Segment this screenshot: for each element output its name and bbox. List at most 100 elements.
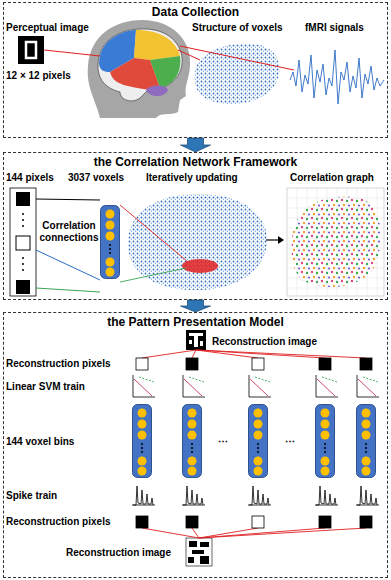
red-link xyxy=(142,528,199,538)
image-pixel xyxy=(189,541,197,547)
pixel-square xyxy=(16,192,30,206)
pixel-square xyxy=(252,516,264,528)
image-pixel xyxy=(189,340,192,344)
graph-frame xyxy=(287,188,384,296)
spike-plots xyxy=(132,486,379,505)
text-label: Reconstruction image xyxy=(66,547,171,559)
image-pixel xyxy=(194,336,198,347)
update-arrowhead xyxy=(278,236,284,244)
spike-plot xyxy=(315,486,338,505)
dot xyxy=(22,225,24,227)
correlation-graph xyxy=(287,188,384,296)
red-link xyxy=(142,350,196,358)
text-label: Iteratively updating xyxy=(146,172,238,184)
text-label: fMRI signals xyxy=(305,22,364,34)
update-arrow xyxy=(266,239,280,240)
text-label: Reconstruction pixels xyxy=(6,358,110,370)
pixel-square xyxy=(136,358,148,370)
svm-plot xyxy=(133,375,155,397)
pixel-square xyxy=(186,516,198,528)
text-label: Correlation graph xyxy=(290,172,374,184)
pixel-square xyxy=(136,516,148,528)
pixel-square xyxy=(252,358,264,370)
fmri-signal xyxy=(290,50,384,104)
dot xyxy=(22,213,24,215)
voxel-bins xyxy=(133,405,376,478)
stimulus-shape xyxy=(26,42,36,58)
image-pixel xyxy=(192,550,204,554)
block-arrow xyxy=(181,300,211,312)
image-ground xyxy=(186,330,206,350)
voxel-bin xyxy=(316,405,335,478)
green-link xyxy=(120,268,186,282)
voxel-column xyxy=(101,206,120,279)
text-label: ⋯ xyxy=(285,436,295,448)
dot xyxy=(22,257,24,259)
text-label: 3037 voxels xyxy=(68,172,124,184)
text-label: Spike train xyxy=(6,490,57,502)
pixel-square xyxy=(360,358,372,370)
red-link xyxy=(192,528,199,538)
pixel-square xyxy=(319,358,331,370)
pixel-row-top xyxy=(136,358,372,370)
red-link xyxy=(178,50,200,60)
brain-outline xyxy=(98,29,182,101)
dot xyxy=(22,263,24,265)
image-pixel xyxy=(200,556,209,564)
block-arrow xyxy=(181,138,211,152)
panel-title: the Correlation Network Framework xyxy=(4,153,387,169)
panel-title: the Pattern Presentation Model xyxy=(4,313,387,329)
text-label: ⋯ xyxy=(218,436,228,448)
spike-plot xyxy=(132,486,155,505)
pixel-column xyxy=(10,188,36,296)
temporal-lobe xyxy=(110,58,160,90)
stimulus-square xyxy=(18,36,44,64)
pixel-square xyxy=(16,280,30,294)
pixel-column-frame xyxy=(10,188,36,296)
correlation-line xyxy=(36,199,100,200)
voxel-bin xyxy=(357,405,376,478)
head-brain xyxy=(88,20,190,118)
pixel-row-bottom xyxy=(136,516,372,528)
cerebellum xyxy=(146,86,168,97)
image-pixel xyxy=(188,557,194,563)
text-label: Perceptual image xyxy=(6,22,89,34)
graph-grid xyxy=(287,188,384,296)
reconstruction-image-bottom xyxy=(186,538,212,566)
red-link xyxy=(120,205,188,262)
red-link xyxy=(199,528,366,538)
text-label: Correlation connections xyxy=(38,220,100,244)
image-ground xyxy=(186,538,212,566)
red-link xyxy=(180,46,294,70)
pixel-square xyxy=(360,516,372,528)
graph-nodes xyxy=(292,196,381,287)
red-link xyxy=(192,350,196,358)
voxel-bin xyxy=(249,405,268,478)
dot xyxy=(22,219,24,221)
text-label: 12 × 12 pixels xyxy=(6,70,71,82)
voxel-structure xyxy=(194,44,279,104)
svm-plot xyxy=(316,375,338,397)
image-pixel xyxy=(189,333,203,336)
correlation-line xyxy=(36,288,100,292)
text-label: Structure of voxels xyxy=(192,22,283,34)
spike-plot xyxy=(182,486,205,505)
text-label: Reconstruction pixels xyxy=(6,516,110,528)
pixel-square xyxy=(186,358,198,370)
red-links-top xyxy=(142,350,366,358)
head-silhouette xyxy=(88,20,190,118)
spike-plot xyxy=(248,486,271,505)
parietal-lobe xyxy=(134,30,180,60)
svm-plot xyxy=(357,375,379,397)
text-label: Linear SVM train xyxy=(6,381,85,393)
red-links-bottom xyxy=(142,528,366,538)
svm-plots xyxy=(133,375,379,397)
text-label: Reconstruction image xyxy=(212,336,317,348)
svm-plot xyxy=(249,375,271,397)
svm-plot xyxy=(183,375,205,397)
image-pixel xyxy=(200,542,209,547)
perceptual-image xyxy=(18,36,44,64)
text-label: 144 voxel bins xyxy=(6,436,74,448)
